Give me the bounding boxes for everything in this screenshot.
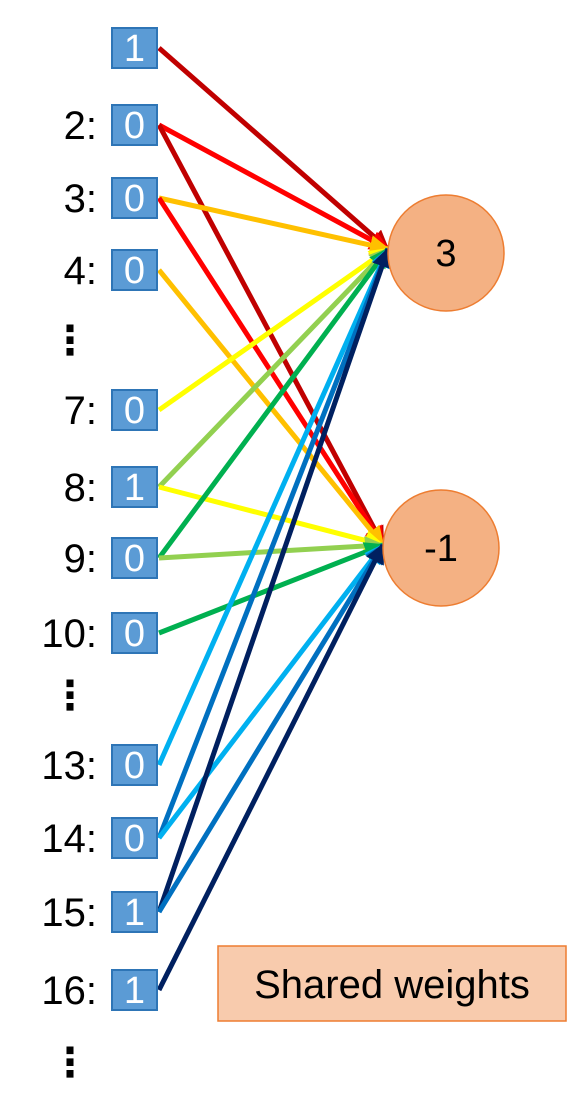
ellipsis-layer: ⋮ ⋮ ⋮ [50,319,90,1085]
input-box [111,744,158,786]
vertical-ellipsis: ⋮ [50,674,90,718]
input-value: 0 [124,538,145,580]
weight-connection [158,195,390,255]
input-box [111,249,158,291]
input-box [111,389,158,431]
connections-layer [156,46,392,992]
weight-connection [156,247,392,913]
input-value: 0 [124,250,145,292]
input-index-label: 7: [64,389,97,433]
input-value: 0 [124,178,145,220]
weight-connection [157,46,390,251]
input-index-label: 9: [64,537,97,581]
input-index-label: 4: [64,249,97,293]
input-index-label: 8: [64,466,97,510]
weight-connection [157,543,385,840]
legend-text: Shared weights [254,963,530,1007]
neurons-layer: 3 -1 [382,194,505,607]
weight-connection [156,543,386,992]
input-index-label: 2: [64,104,97,148]
input-value: 1 [124,970,145,1012]
input-index-label: 15: [41,891,97,935]
input-value: 0 [124,105,145,147]
legend-box-background [217,945,567,1022]
weight-connection [157,246,390,413]
output-neuron [387,194,505,312]
input-box [111,104,158,146]
weight-connection [157,247,390,489]
neuron-value: -1 [424,528,458,570]
input-box [111,817,158,859]
weight-connection [156,543,386,914]
weight-connection [156,247,391,767]
input-box [111,177,158,219]
input-value: 1 [124,467,145,509]
inputs-layer: 1 0 2: 0 3: 0 4: 0 7: 1 8: 0 9: 0 10: 0 13: 0 14: 1 15: 1 16: [41,27,158,1013]
input-box [111,969,158,1011]
input-index-label: 10: [41,612,97,656]
weight-connection [156,247,391,560]
input-box [111,612,158,654]
weight-connection [157,122,390,252]
input-box [111,27,158,69]
output-neuron [382,489,500,607]
input-index-label: 13: [41,744,97,788]
vertical-ellipsis: ⋮ [50,1041,90,1085]
input-index-label: 14: [41,817,97,861]
input-value: 0 [124,613,145,655]
vertical-ellipsis: ⋮ [50,319,90,363]
input-box [111,891,158,933]
weight-connection [156,247,391,839]
input-index-label: 3: [64,177,97,221]
input-box [111,537,158,579]
input-value: 1 [124,28,145,70]
input-value: 0 [124,390,145,432]
legend-box: Shared weights [217,945,567,1022]
input-value: 0 [124,818,145,860]
weight-connection [156,123,386,547]
neuron-value: 3 [435,233,456,275]
input-value: 0 [124,745,145,787]
input-index-label: 16: [41,969,97,1013]
input-box [111,466,158,508]
input-value: 1 [124,892,145,934]
